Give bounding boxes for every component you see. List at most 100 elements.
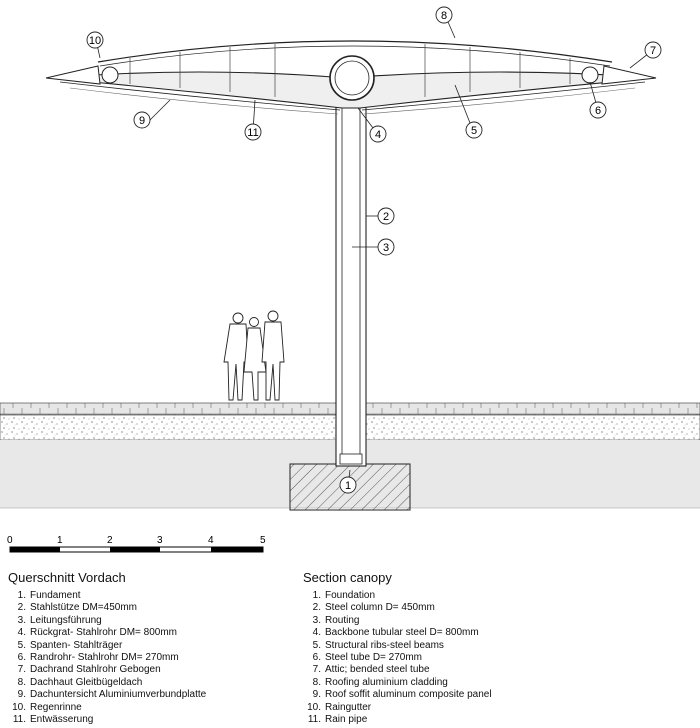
scale-tick-label: 1 [57,535,63,546]
legend-english-item-number: 8. [312,676,321,688]
callout-10: 10 [86,31,104,49]
legend-english-item-number: 4. [312,627,321,639]
legend-english-item: 7. Attic; bended steel tube [303,664,643,676]
callout-label: 11 [247,127,258,139]
legend-german-item: 10. Regenrinne [8,702,348,714]
legend-german-item-number: 7. [17,664,26,676]
legend-german-item-number: 9. [17,689,26,701]
legend-german-item: 8. Dachhaut Gleitbügeldach [8,677,348,689]
legend-german-item: 2. Stahlstütze DM=450mm [8,602,348,614]
callout-label: 3 [383,242,389,254]
structural-ribs [129,44,571,97]
legend-english-item: 3. Routing [303,615,643,627]
scale-tick-label: 0 [7,535,13,546]
legend-german-title: Querschnitt Vordach [8,570,126,585]
legend-english-item: 2.Steel column D= 450mm [303,602,643,614]
legend-german-item-number: 1. [17,590,26,601]
legend-english-item-text: Steel tube D= 270mm [325,652,422,664]
scale-tick-label: 4 [208,535,214,546]
callout-label: 4 [375,129,381,141]
legend-english-item-number: 6. [312,652,321,664]
legend-german-item: 1. Fundament [8,590,348,602]
scale-tick-label: 3 [157,535,163,546]
legend-english-item: 8.Roofing aluminium cladding [303,677,643,689]
legend-english-item-number: 11. [307,714,321,726]
edge-tube-left [101,66,119,84]
legend-english-item: 11. Rain pipe [303,714,643,726]
legend-english-item-text: Steel column D= 450mm [325,602,435,614]
attic-left [45,65,101,85]
callout-label: 7 [650,45,656,57]
callout-11: 11 [244,123,262,141]
roofing-skin [97,40,613,63]
legend-english-item-text: Routing [325,614,360,626]
callout-2: 2 [377,207,395,225]
legend-german-item: 3. Leitungsführung [8,615,348,627]
legend-german-item: 4. Rückgrat- Stahlrohr DM= 800mm [8,627,348,639]
legend-german-item-text: Dachhaut Gleitbügeldach [30,676,143,688]
legend-german-item-text: Fundament [30,590,81,601]
legend-german-item-number: 4. [17,627,26,639]
scale-tick-label: 2 [107,535,113,546]
legend-german-item-number: 2. [17,602,26,614]
callout-4: 4 [369,125,387,143]
legend-english-item: 4.Backbone tubular steel D= 800mm [303,627,643,639]
legend-english-item-number: 9. [312,689,321,701]
callout-label: 6 [595,105,601,117]
callout-9: 9 [133,111,151,129]
callout-3: 3 [377,238,395,256]
legend-english-item-text: Raingutter [325,701,372,713]
legend-english-item: 6. Steel tube D= 270mm [303,652,643,664]
legend-german-list: 1. Fundament 2. Stahlstütze DM=450mm 3. Leitu… [8,590,348,726]
scale-bar: 0 1 2 3 4 5 [7,535,266,553]
legend-english-item-number: 10. [307,701,321,713]
callout-8: 8 [435,6,453,24]
callout-label: 9 [139,115,145,127]
legend-german-item: 6. Randrohr- Stahlrohr DM= 270mm [8,652,348,664]
legend-german-item-number: 6. [17,652,26,664]
legend-german-item: 5. Spanten- Stahlträger [8,640,348,652]
legend-english-item-text: Attic; bended steel tube [325,664,430,676]
callout-label: 8 [441,10,447,22]
scale-tick-label: 5 [260,535,266,546]
legend-german-item-text: Rückgrat- Stahlrohr DM= 800mm [30,627,177,639]
legend-german-item-number: 3. [17,614,26,626]
legend-english-item-number: 3. [312,614,321,626]
callout-label: 10 [89,35,101,47]
callout-label: 1 [345,480,351,492]
legend-german-item-text: Randrohr- Stahlrohr DM= 270mm [30,652,179,664]
callout-7: 7 [644,41,662,59]
legend-german-item-number: 5. [17,639,26,651]
legend-german-item-text: Dachuntersicht Aluminiumverbundplatte [30,689,207,701]
legend-english-title: Section canopy [303,570,392,585]
legend-german-item: 11. Entwässerung [8,714,348,726]
legend-german-item-text: Dachrand Stahlrohr Gebogen [30,664,161,676]
edge-tube-right [581,66,599,84]
legend-german-item-text: Entwässerung [30,714,94,726]
human-figures [223,310,285,401]
legend-german-item-text: Leitungsführung [30,614,102,626]
callout-markers: 1 2 3 4 5 6 7 8 9 10 11 [86,6,662,494]
legend-english-item-number: 7. [312,664,321,676]
legend-english-item-number: 1. [312,590,321,601]
legend-german: Querschnitt Vordach 1. Fundament 2. Stahlst… [8,570,348,726]
legend-english-item-text: Roof soffit aluminum composite panel [325,689,492,701]
callout-1: 1 [339,476,357,494]
legend-german-item-number: 8. [17,676,26,688]
legend-english-item-text: Rain pipe [325,714,368,726]
callout-label: 2 [383,211,389,223]
legend-english-item-text: Foundation [325,590,376,601]
legend-english-item-number: 5. [312,639,321,651]
legend-german-item-text: Stahlstütze DM=450mm [30,602,137,614]
callout-label: 5 [471,125,477,137]
legend-german-item: 9. Dachuntersicht Aluminiumverbundplatte [8,689,348,701]
callout-5: 5 [465,121,483,139]
legend-english-item-text: Structural ribs-steel beams [325,639,444,651]
legend-german-item-text: Regenrinne [30,701,82,713]
legend-english-item: 1. Foundation [303,590,643,602]
legend-english-item: 9. Roof soffit aluminum composite panel [303,689,643,701]
legend-german-item-number: 10. [12,701,26,713]
legend-german-item-text: Spanten- Stahlträger [30,639,123,651]
legend-english-item: 10. Raingutter [303,702,643,714]
